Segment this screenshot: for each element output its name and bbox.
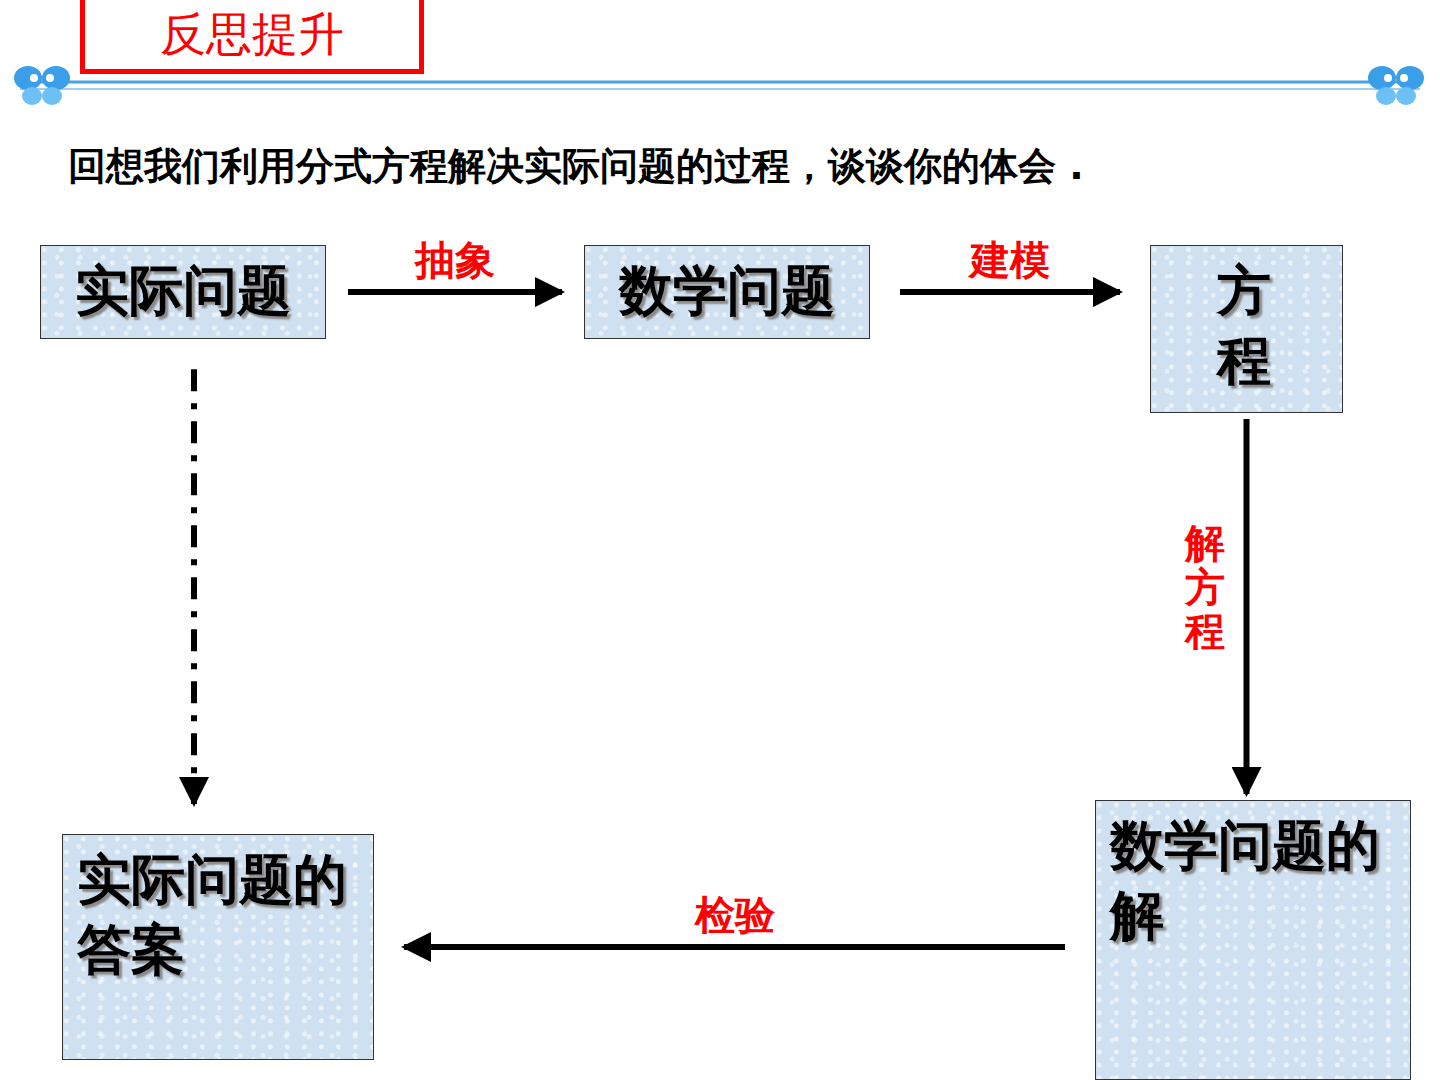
divider-line [20,88,1420,90]
title-text: 反思提升 [160,9,344,60]
box-text: 数学问题的解 [1110,811,1396,951]
divider-line [20,81,1420,84]
title-box: 反思提升 [80,0,424,74]
process-box: 数学问题的解 [1095,800,1411,1080]
instruction-text: 回想我们利用分式方程解决实际问题的过程，谈谈你的体会 . [68,142,1428,191]
box-text: 数学问题 [619,256,835,326]
edge-label: 建模 [970,238,1050,282]
flow-arrow [404,944,1065,950]
edge-label: 解方程 [1185,521,1225,653]
process-box: 实际问题 [40,245,326,339]
flow-arrow [1244,419,1250,794]
edge-label: 抽象 [415,238,495,282]
flow-arrow [348,289,562,295]
box-text: 实际问题的答案 [77,845,359,985]
dashed-arrow [191,369,197,804]
edge-label: 检验 [695,893,775,937]
box-text: 实际问题 [75,256,291,326]
process-box: 实际问题的答案 [62,834,374,1060]
butterfly-icon [1368,66,1424,105]
process-box: 方程 [1150,245,1343,413]
box-text: 方程 [1217,256,1276,396]
process-box: 数学问题 [584,245,870,339]
flow-arrow [900,289,1120,295]
butterfly-icon [14,66,70,105]
